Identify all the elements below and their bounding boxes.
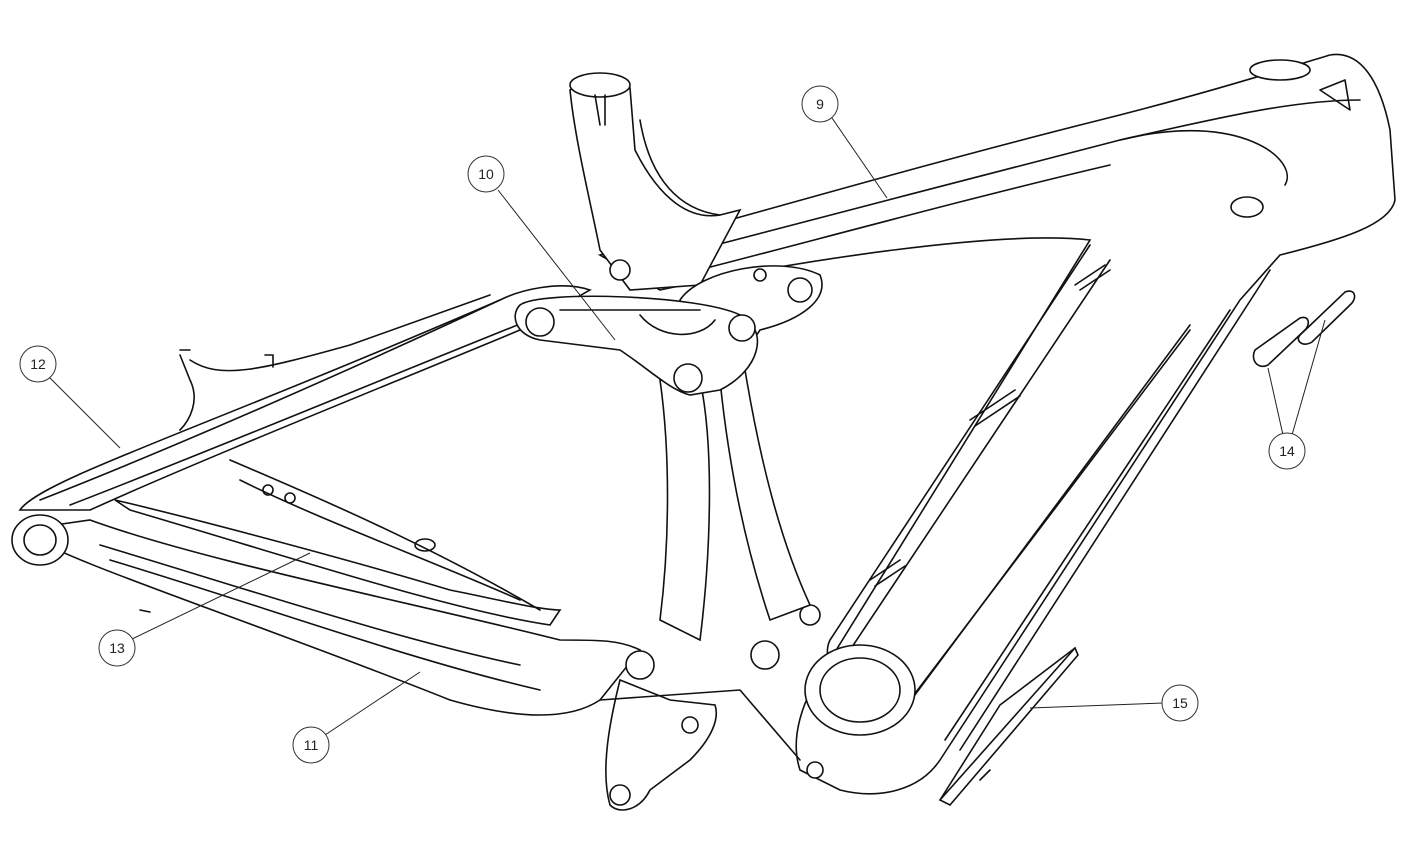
callout-13: 13 (98, 629, 136, 667)
svg-text:12: 12 (30, 356, 46, 372)
svg-text:11: 11 (304, 737, 319, 753)
svg-text:15: 15 (1172, 695, 1188, 711)
rear-triangle-part-11-12 (11, 285, 821, 811)
callout-9: 9 (801, 85, 839, 123)
callout-12: 12 (19, 345, 57, 383)
front-triangle-part-9 (597, 53, 1396, 795)
svg-text:9: 9 (816, 96, 824, 112)
callout-10: 10 (467, 155, 505, 193)
svg-text:10: 10 (478, 166, 494, 182)
svg-text:13: 13 (109, 640, 125, 656)
clips-part-14 (1252, 290, 1356, 368)
callout-11: 11 (292, 726, 330, 764)
callout-15: 15 (1161, 684, 1199, 722)
svg-text:14: 14 (1279, 443, 1295, 459)
cover-plate-part-15 (938, 646, 1079, 806)
callout-14: 14 (1268, 432, 1306, 470)
leader-lines (49, 117, 1326, 736)
rocker-link-part-10 (514, 295, 759, 396)
